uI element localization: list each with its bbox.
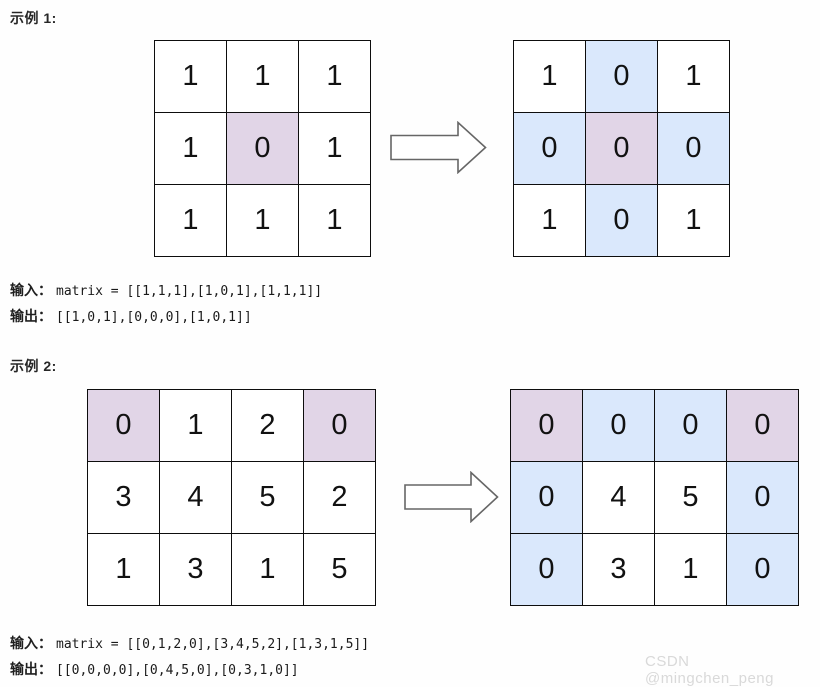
matrix-cell: 1 [155,41,226,112]
matrix-cell: 0 [511,534,582,605]
matrix-cell: 1 [155,113,226,184]
matrix-cell: 0 [583,390,654,461]
example-2-input-line: 输入： matrix = [[0,1,2,0],[3,4,5,2],[1,3,1,… [10,633,369,653]
matrix-cell: 0 [88,390,159,461]
matrix-cell: 0 [727,390,798,461]
matrix-cell: 0 [658,113,729,184]
matrix-cell: 3 [160,534,231,605]
matrix-cell: 2 [304,462,375,533]
example-2-output-line: 输出： [[0,0,0,0],[0,4,5,0],[0,3,1,0]] [10,659,369,679]
input-label: 输入： [10,635,52,651]
matrix-cell: 1 [155,185,226,256]
example-1-io: 输入： matrix = [[1,1,1],[1,0,1],[1,1,1]] 输出… [10,280,322,326]
matrix-cell: 1 [88,534,159,605]
example-1-label: 示例 1: [10,10,57,26]
matrix-cell: 2 [232,390,303,461]
example-1-output-line: 输出： [[1,0,1],[0,0,0],[1,0,1]] [10,306,322,326]
input-code: matrix = [[1,1,1],[1,0,1],[1,1,1]] [56,284,323,299]
matrix-cell: 1 [514,185,585,256]
matrix-cell: 1 [227,41,298,112]
matrix-cell: 1 [160,390,231,461]
matrix-cell: 0 [586,113,657,184]
matrix-cell: 0 [511,462,582,533]
matrix-cell: 1 [514,41,585,112]
matrix-cell: 1 [232,534,303,605]
output-label: 输出： [10,661,52,677]
matrix-cell: 0 [304,390,375,461]
matrix-cell: 0 [514,113,585,184]
example-2-io: 输入： matrix = [[0,1,2,0],[3,4,5,2],[1,3,1,… [10,633,369,679]
matrix-cell: 0 [586,41,657,112]
matrix-cell: 0 [655,390,726,461]
matrix-cell: 1 [299,185,370,256]
output-label: 输出： [10,308,52,324]
matrix-cell: 1 [655,534,726,605]
matrix-cell: 0 [727,534,798,605]
output-code: [[1,0,1],[0,0,0],[1,0,1]] [56,310,252,325]
example-2-label: 示例 2: [10,358,57,374]
matrix-cell: 1 [299,113,370,184]
example-1-input-line: 输入： matrix = [[1,1,1],[1,0,1],[1,1,1]] [10,280,322,300]
output-code: [[0,0,0,0],[0,4,5,0],[0,3,1,0]] [56,663,299,678]
matrix-cell: 3 [583,534,654,605]
matrix-cell: 0 [586,185,657,256]
arrow-right-icon [404,470,499,528]
matrix-cell: 1 [658,185,729,256]
matrix-cell: 3 [88,462,159,533]
matrix-cell: 1 [658,41,729,112]
csdn-watermark: CSDN @mingchen_peng [645,653,774,687]
matrix-cell: 5 [304,534,375,605]
matrix-cell: 4 [160,462,231,533]
input-code: matrix = [[0,1,2,0],[3,4,5,2],[1,3,1,5]] [56,637,370,652]
matrix-cell: 0 [727,462,798,533]
matrix-cell: 0 [227,113,298,184]
matrix-cell: 0 [511,390,582,461]
matrix-cell: 1 [227,185,298,256]
matrix-cell: 4 [583,462,654,533]
input-label: 输入： [10,282,52,298]
matrix-cell: 5 [232,462,303,533]
matrix-cell: 5 [655,462,726,533]
arrow-right-icon [390,120,487,179]
matrix-cell: 1 [299,41,370,112]
